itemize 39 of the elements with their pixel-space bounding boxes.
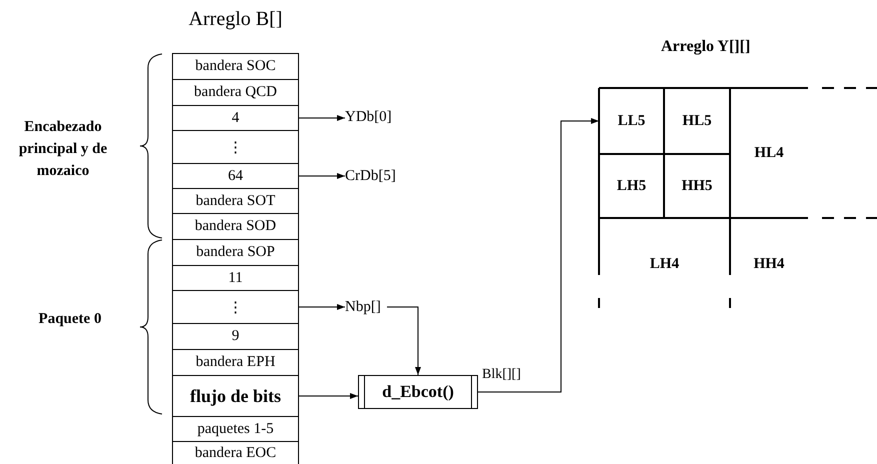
pointer-label: YDb[0]	[345, 108, 405, 126]
array-cell: 9	[172, 323, 299, 350]
arrow	[478, 118, 600, 392]
pointer-label: Nbp[]	[345, 298, 385, 316]
array-cell: bandera SOD	[172, 213, 299, 240]
subband-cell: HL5	[664, 88, 730, 154]
arrow	[298, 115, 346, 121]
array-cell: bandera SOC	[172, 53, 299, 80]
subband-cell: LH4	[599, 218, 730, 310]
brace-label: Paquete 0	[38, 310, 102, 329]
pointer-label: CrDb[5]	[345, 167, 407, 185]
array-cell: bandera QCD	[172, 79, 299, 106]
array-cell: ⋮	[172, 130, 299, 164]
array-cell: 11	[172, 265, 299, 291]
edge-label: Blk[][]	[482, 367, 521, 383]
brace-label: Encabezado principal y de mozaico	[18, 118, 108, 181]
array-cell: 4	[172, 105, 299, 131]
array-cell: ⋮	[172, 290, 299, 324]
array-title: Arreglo Y[][]	[661, 38, 750, 56]
array-cell: bandera SOP	[172, 239, 299, 266]
subband-cell: HH4	[730, 218, 808, 310]
arrow	[298, 304, 346, 310]
array-title: Arreglo B[]	[188, 8, 282, 31]
array-column	[172, 8, 299, 464]
subband-cell: LL5	[599, 88, 664, 154]
arrow	[386, 306, 421, 376]
function-box	[358, 375, 478, 409]
subband-cell: LH5	[599, 154, 664, 218]
array-cell: paquetes 1-5	[172, 416, 299, 442]
array-cell: flujo de bits	[172, 375, 299, 417]
subband-cell: HL4	[730, 88, 808, 218]
arrow	[298, 173, 346, 179]
array-cell: bandera EOC	[172, 441, 299, 464]
arrow	[298, 393, 358, 399]
array-cell: bandera SOT	[172, 188, 299, 214]
array-cell: 64	[172, 163, 299, 189]
function-name: d_Ebcot()	[364, 376, 472, 408]
subband-cell: HH5	[664, 154, 730, 218]
array-cell: bandera EPH	[172, 349, 299, 376]
